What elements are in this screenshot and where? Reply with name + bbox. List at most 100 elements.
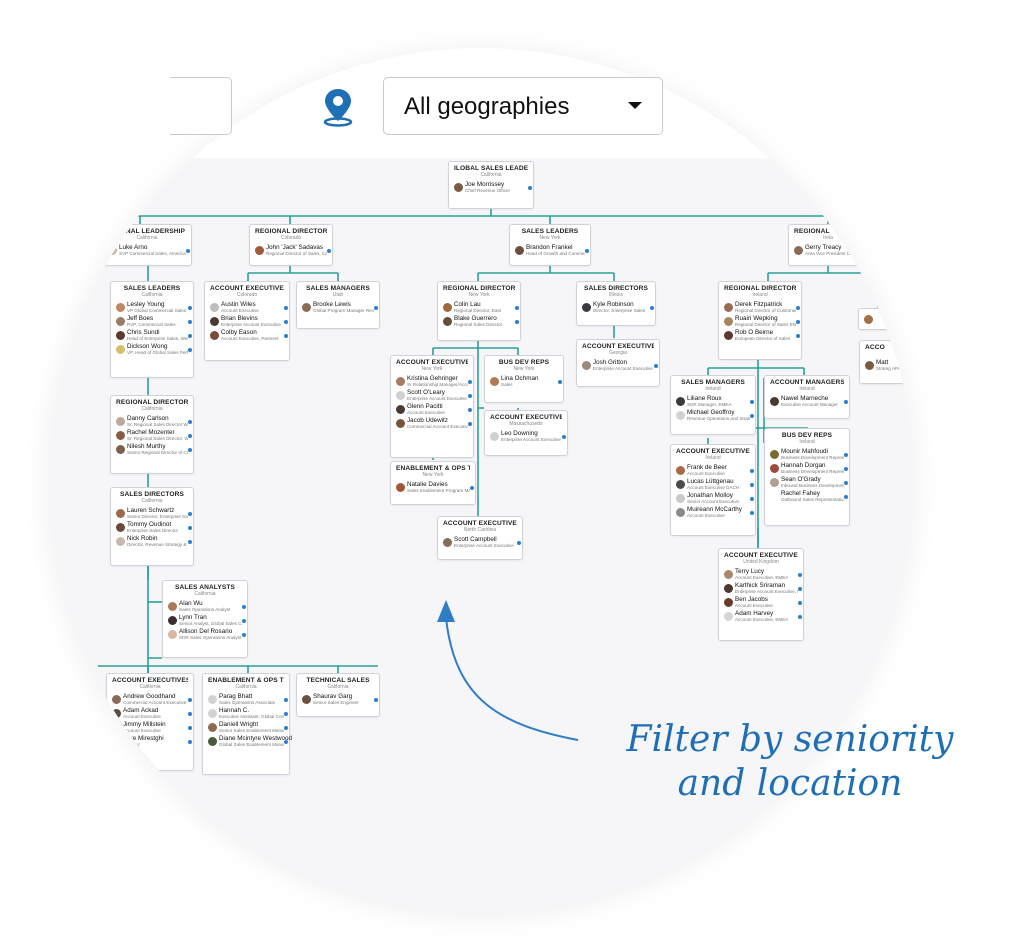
linkedin-icon[interactable] [188,526,192,530]
linkedin-icon[interactable] [374,698,378,702]
linkedin-icon[interactable] [750,469,754,473]
linkedin-icon[interactable] [515,306,519,310]
linkedin-icon[interactable] [284,740,288,744]
person-row[interactable] [864,313,912,326]
linkedin-icon[interactable] [188,306,192,310]
linkedin-icon[interactable] [284,306,288,310]
linkedin-icon[interactable] [844,467,848,471]
linkedin-icon[interactable] [844,481,848,485]
org-card-account-execs-north-carolina[interactable]: ACCOUNT EXECUTIVES North Carolina Scott … [437,516,523,560]
linkedin-icon[interactable] [188,726,192,730]
linkedin-icon[interactable] [242,619,246,623]
linkedin-icon[interactable] [186,249,190,253]
linkedin-icon[interactable] [188,540,192,544]
linkedin-icon[interactable] [515,320,519,324]
linkedin-icon[interactable] [284,712,288,716]
linkedin-icon[interactable] [242,633,246,637]
linkedin-icon[interactable] [188,448,192,452]
seniority-dropdown[interactable] [170,77,232,135]
org-card-enablement-ca[interactable]: ENABLEMENT & OPS TEAM California Parag B… [202,673,292,775]
org-card-account-execs-ca[interactable]: ACCOUNT EXECUTIVES California Andrew Goo… [106,673,194,771]
org-card-account-execs-massachusetts[interactable]: ACCOUNT EXECUTIVES Massachusetts Leo Dow… [484,410,568,456]
linkedin-icon[interactable] [558,380,562,384]
linkedin-icon[interactable] [798,587,802,591]
org-card-regional-directors-ca[interactable]: REGIONAL DIRECTORS California Danny Carl… [110,395,194,474]
org-card-account-execs-uk[interactable]: ACCOUNT EXECUTIVES United Kingdom Terry … [718,548,804,641]
linkedin-icon[interactable] [188,698,192,702]
linkedin-icon[interactable] [468,380,472,384]
org-card-partial-right[interactable] [858,308,914,330]
org-card-account-execs-ireland[interactable]: ACCOUNT EXECUTIVES Ireland Frank de Beer… [670,444,756,536]
org-card-regional-directors-ireland[interactable]: REGIONAL DIRECTORS Ireland Derek Fitzpat… [718,281,802,360]
linkedin-icon[interactable] [796,320,800,324]
linkedin-icon[interactable] [796,334,800,338]
linkedin-icon[interactable] [188,420,192,424]
linkedin-icon[interactable] [528,186,532,190]
linkedin-icon[interactable] [284,726,288,730]
org-card-sales-directors-ca[interactable]: SALES DIRECTORS California Lauren Schwar… [110,487,194,566]
org-card-enablement-ny[interactable]: ENABLEMENT & OPS TEAM New York Natalie D… [390,461,476,505]
linkedin-icon[interactable] [242,605,246,609]
linkedin-icon[interactable] [374,306,378,310]
linkedin-icon[interactable] [188,512,192,516]
linkedin-icon[interactable] [327,249,331,253]
linkedin-icon[interactable] [798,573,802,577]
linkedin-icon[interactable] [750,400,754,404]
linkedin-icon[interactable] [796,306,800,310]
linkedin-icon[interactable] [188,434,192,438]
linkedin-icon[interactable] [468,408,472,412]
linkedin-icon[interactable] [188,348,192,352]
